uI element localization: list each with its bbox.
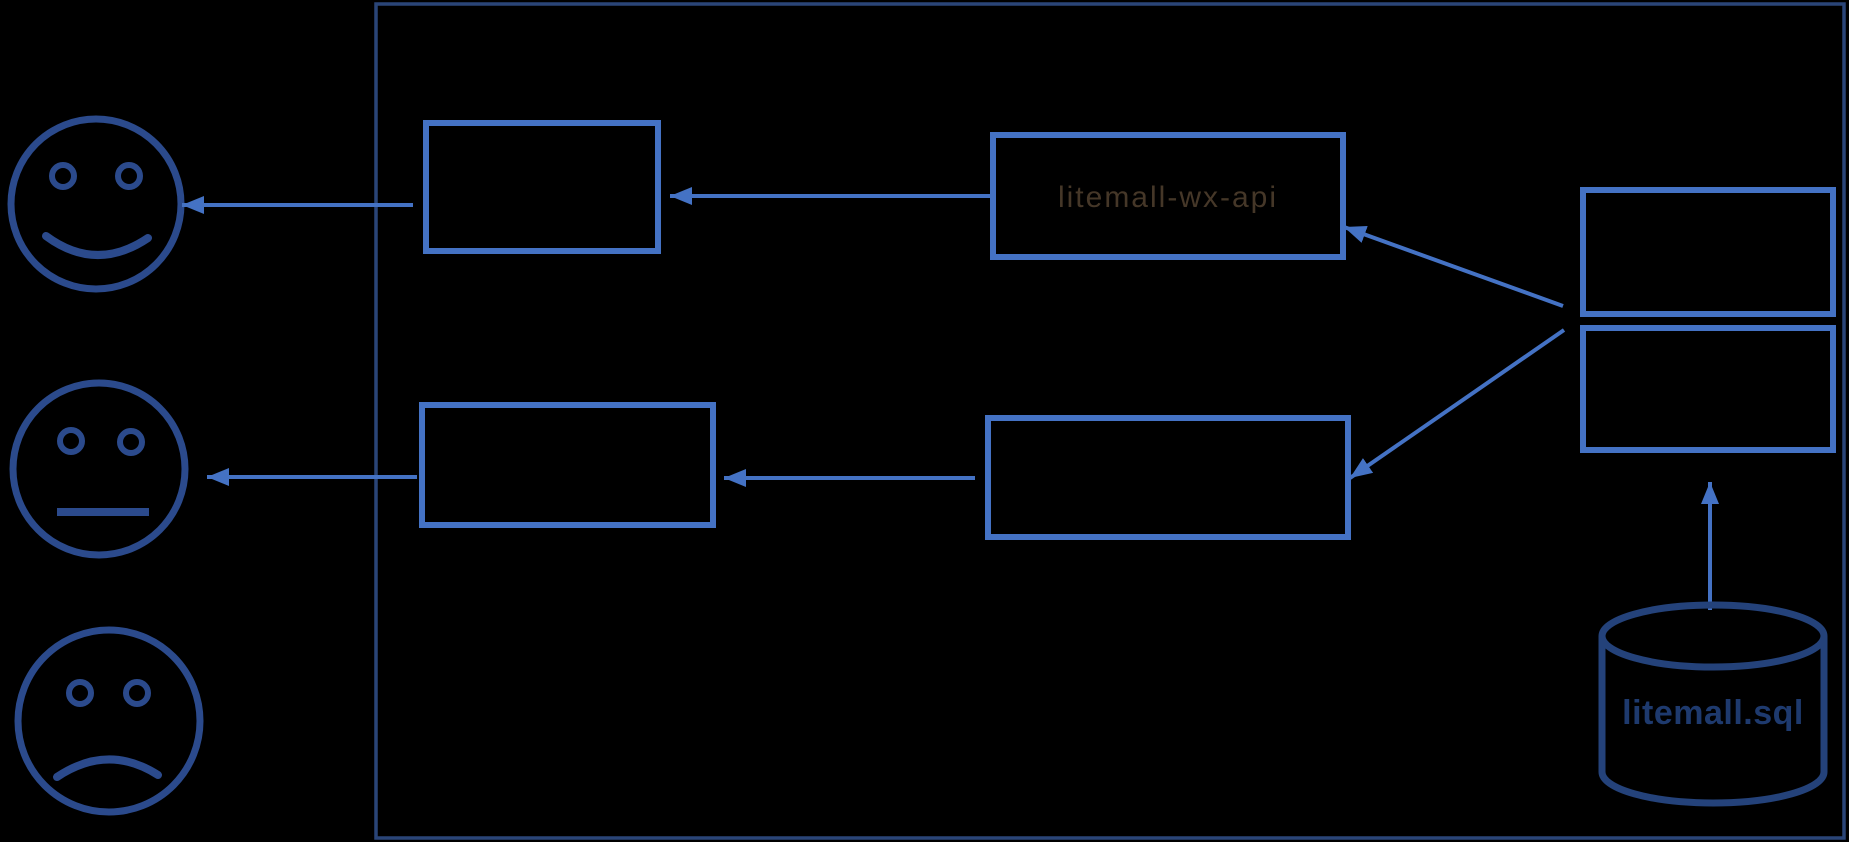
sad-face-left-eye [66,679,94,707]
user-faces [7,115,204,816]
sad-face-outline [14,626,204,816]
happy-face-right-eye [115,162,143,190]
arrow-right-top-to-wxapi [1343,225,1564,308]
neutral-face-outline [9,379,189,559]
row2-left-box [419,402,716,528]
right-top-box [1580,187,1836,317]
row2-middle-box [985,415,1351,540]
app-boxes [419,120,1836,540]
connector-arrows [182,187,1719,610]
database-cylinder-body [1598,636,1828,807]
right-bottom-box [1580,325,1836,453]
neutral-face-icon [9,379,189,559]
wx-api-box [990,132,1346,260]
system-boundary-rectangle [374,2,1846,840]
arrow-right-bottom-to-row2-middle [1348,328,1566,480]
happy-face-icon [7,115,185,293]
database-label: litemall.sql [1622,694,1804,732]
sad-face-frown [53,755,162,781]
happy-face-outline [7,115,185,293]
neutral-face-right-eye [117,428,145,456]
sad-face-right-eye [123,679,151,707]
happy-face-smile [42,232,152,259]
sad-face-icon [14,626,204,816]
database-cylinder-top [1598,601,1828,671]
database-cylinder-icon [1598,601,1828,807]
row1-left-box [423,120,661,254]
happy-face-left-eye [49,162,77,190]
neutral-face-left-eye [57,427,85,455]
wx-api-label: litemall-wx-api [1058,181,1278,214]
